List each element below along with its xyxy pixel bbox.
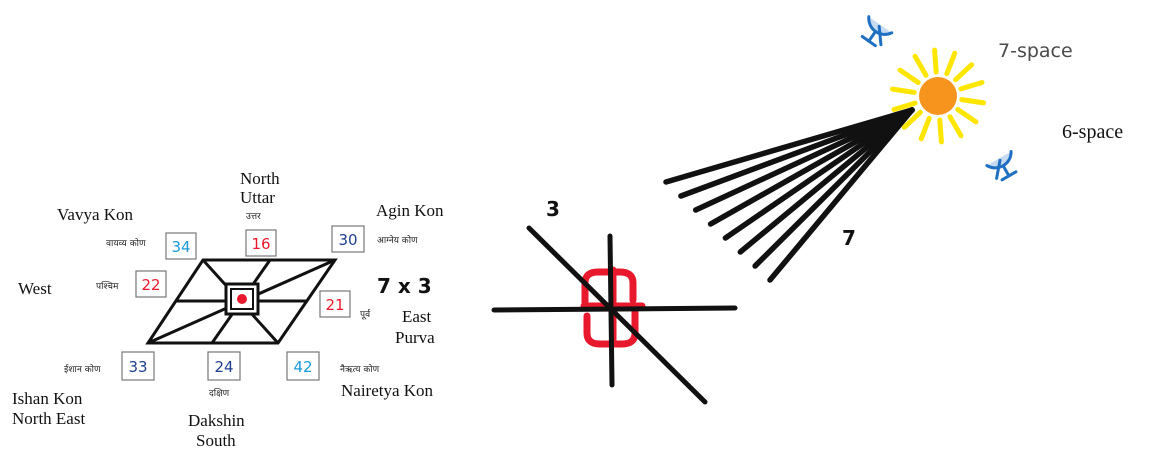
west-value: 22: [141, 276, 160, 294]
sun-ray: [891, 100, 918, 112]
sun-ray: [958, 80, 985, 92]
vavya-label: Vavya Kon: [57, 205, 134, 224]
south-label-2: South: [196, 431, 236, 450]
satellite-dish-icon: [985, 150, 1018, 182]
sun-ray: [953, 62, 975, 83]
west-label: West: [18, 279, 52, 298]
seven-space-label: 7-space: [998, 40, 1073, 62]
east-label-2: Purva: [395, 328, 435, 347]
sun-ray: [912, 53, 929, 78]
sun-ray: [932, 47, 939, 75]
northwest-value: 34: [171, 238, 190, 256]
sun-ray: [897, 67, 921, 85]
agin-hindi: आग्नेय कोण: [377, 234, 418, 246]
box-southeast: 42: [286, 351, 320, 381]
north-hindi: उत्तर: [246, 212, 261, 222]
sun-ray: [944, 50, 958, 77]
cross-horizontal: [491, 305, 738, 313]
sun-ray: [947, 114, 964, 139]
beam-line: [692, 107, 915, 213]
beam-line: [722, 107, 915, 241]
south-label: Dakshin: [188, 411, 245, 430]
beam-label: 7: [842, 226, 856, 250]
beam-line: [752, 107, 915, 269]
box-south: 24: [207, 351, 241, 381]
ishan-label-2: North East: [12, 409, 85, 428]
beam-line: [678, 107, 915, 199]
center-mark: [224, 282, 260, 316]
cross-label: 3: [546, 197, 560, 221]
east-hindi: पूर्व: [360, 308, 371, 320]
beam-line: [737, 107, 915, 255]
box-west: 22: [135, 270, 167, 298]
cross-diagonal: [526, 225, 708, 405]
box-north: 16: [245, 229, 277, 257]
beam-lines: [663, 107, 915, 283]
southwest-value: 33: [128, 358, 147, 376]
sun-ray: [890, 86, 917, 95]
sun-rays: [890, 47, 986, 145]
satellite-dish-icon: [860, 15, 894, 48]
nairetya-label: Nairetya Kon: [341, 381, 434, 400]
beam-line: [663, 107, 915, 185]
east-value: 21: [325, 296, 344, 314]
east-label: East: [402, 307, 432, 326]
sun-ray: [901, 109, 923, 130]
north-label: North: [240, 169, 280, 188]
east-value-label: 7 x 3: [377, 274, 432, 298]
agin-value: 30: [338, 231, 357, 249]
south-hindi: दक्षिण: [209, 387, 230, 399]
sun-icon: [919, 77, 957, 115]
box-northwest: 34: [165, 232, 197, 260]
north-value: 16: [251, 235, 270, 253]
agin-label: Agin Kon: [376, 201, 444, 220]
sun-ray: [955, 107, 979, 125]
ishan-label: Ishan Kon: [12, 389, 83, 408]
cross-figure: 3: [491, 197, 738, 405]
box-southwest: 33: [121, 351, 155, 381]
box-east: 21: [319, 290, 351, 318]
six-space-label: 6-space: [1062, 121, 1123, 143]
north-label-2: Uttar: [240, 188, 275, 207]
beam-line: [707, 107, 915, 227]
sun-ray: [918, 115, 932, 142]
box-agin: 30: [331, 225, 365, 253]
south-value: 24: [214, 358, 233, 376]
nairetya-hindi: नैऋत्य कोण: [340, 363, 380, 375]
sun-ray: [937, 117, 944, 145]
center-dot: [237, 294, 247, 304]
southeast-value: 42: [293, 358, 312, 376]
west-hindi: पश्चिम: [96, 280, 119, 292]
sun-ray: [959, 97, 986, 106]
beam-line: [767, 107, 915, 283]
ishan-hindi: ईशान कोण: [64, 363, 101, 375]
vavya-hindi: वायव्य कोण: [106, 237, 146, 249]
